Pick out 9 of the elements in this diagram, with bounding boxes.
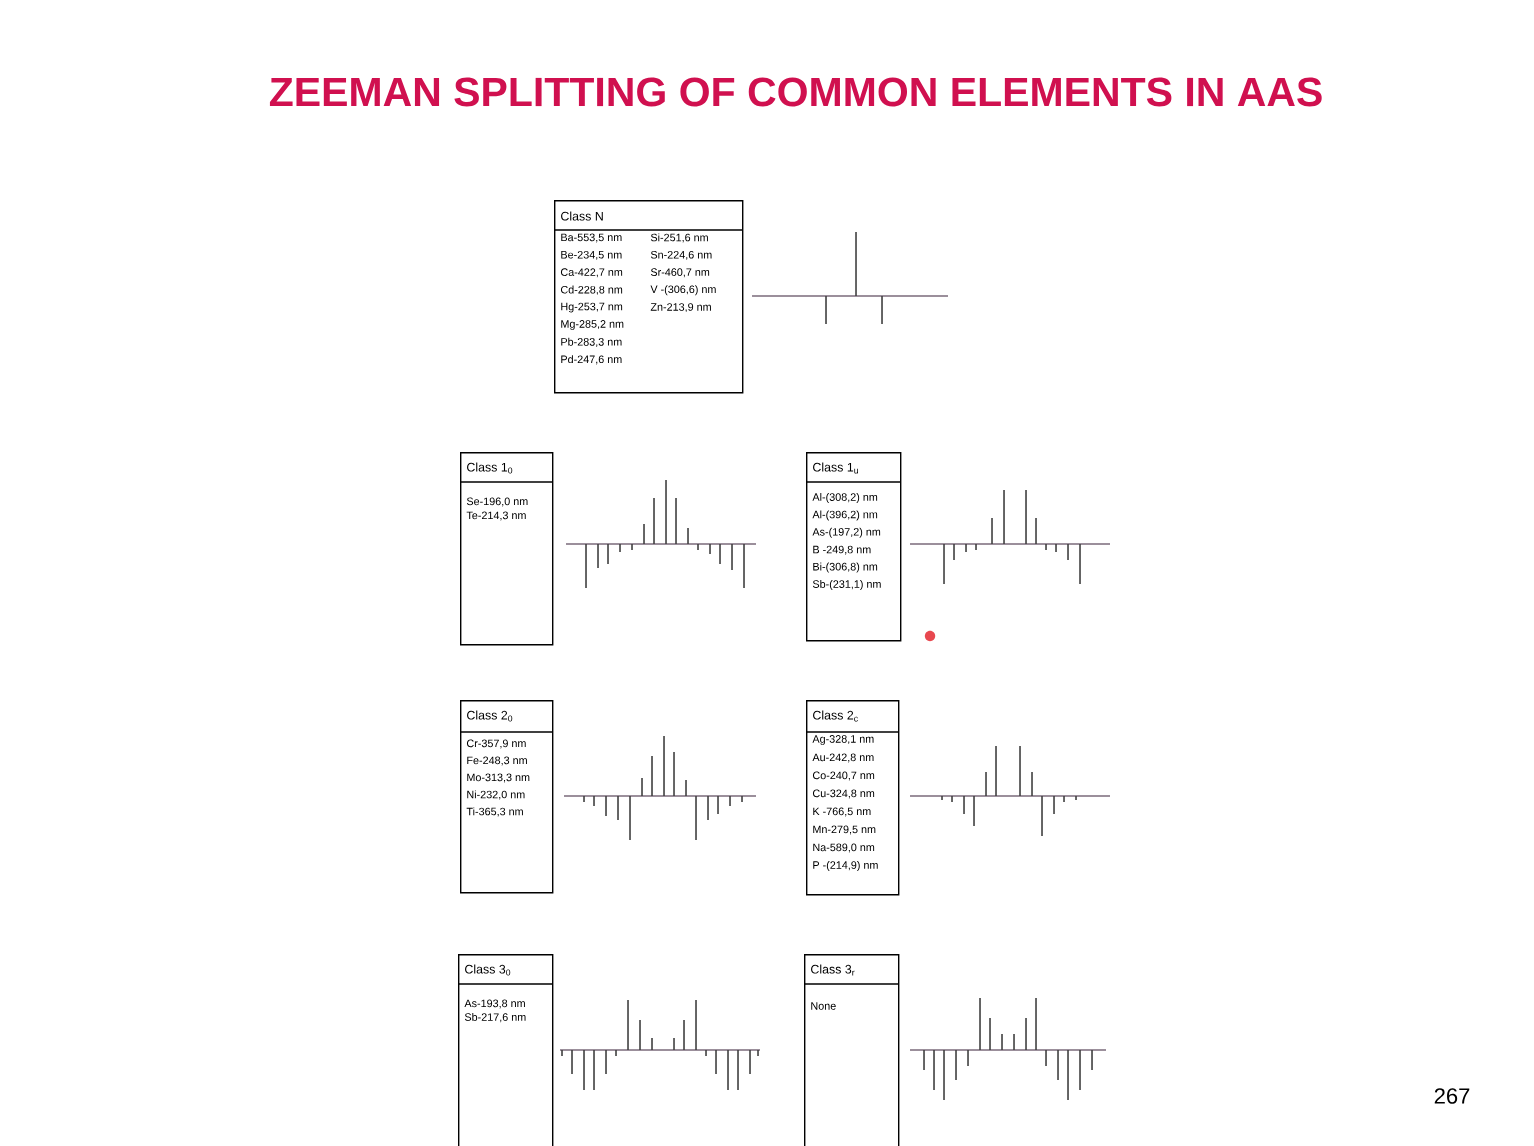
title: ZEEMAN SPLITTING OF COMMON ELEMENTS IN AAS bbox=[269, 77, 1322, 107]
class-box bbox=[805, 452, 902, 642]
class-box bbox=[805, 700, 900, 896]
class-box bbox=[459, 700, 554, 894]
page-number: 267 bbox=[1434, 1088, 1470, 1104]
class-box bbox=[553, 200, 744, 394]
class-box bbox=[457, 954, 554, 1146]
class-box bbox=[459, 452, 554, 646]
class-box bbox=[803, 954, 900, 1146]
